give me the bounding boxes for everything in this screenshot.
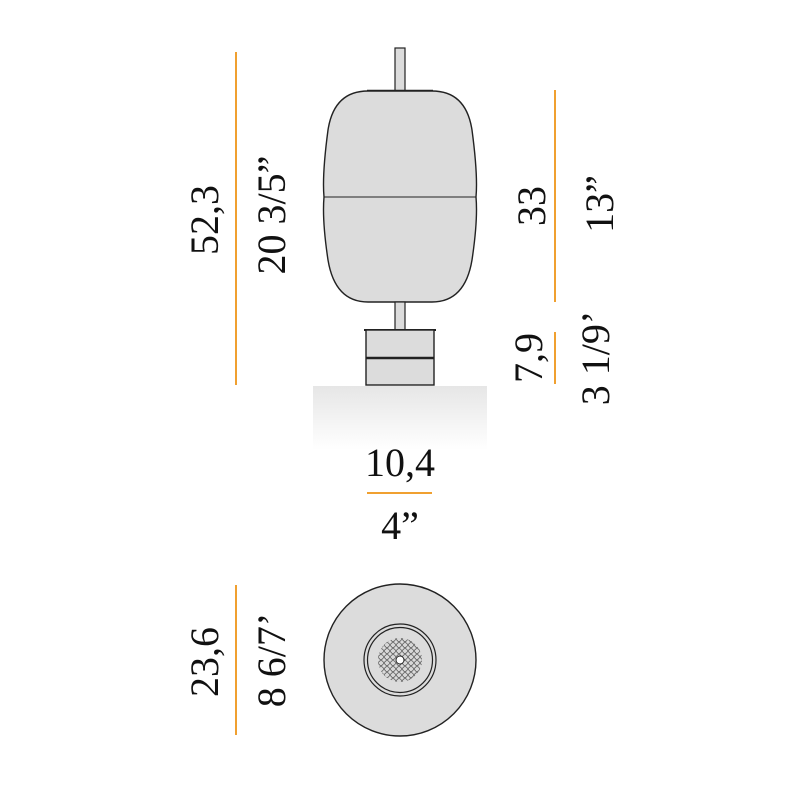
top-rod (394, 47, 406, 93)
floor-surface (313, 386, 487, 450)
base-height-in: 3 1/9’ (573, 311, 618, 405)
total-height-in: 20 3/5” (249, 156, 294, 275)
bottom-rod (394, 301, 406, 331)
diameter-cm: 23,6 (182, 627, 227, 697)
total-height-cm: 52,3 (182, 185, 227, 255)
lamp-side-view (313, 47, 487, 450)
base-width-cm: 10,4 (365, 440, 435, 485)
base-width-in: 4” (381, 503, 419, 548)
base-height-cm: 7,9 (506, 333, 551, 383)
lamp-top-view (323, 583, 477, 737)
shade-height-cm: 33 (509, 186, 554, 226)
shade-height-in: 13” (577, 175, 622, 233)
diameter-in: 8 6/7’ (249, 613, 294, 707)
